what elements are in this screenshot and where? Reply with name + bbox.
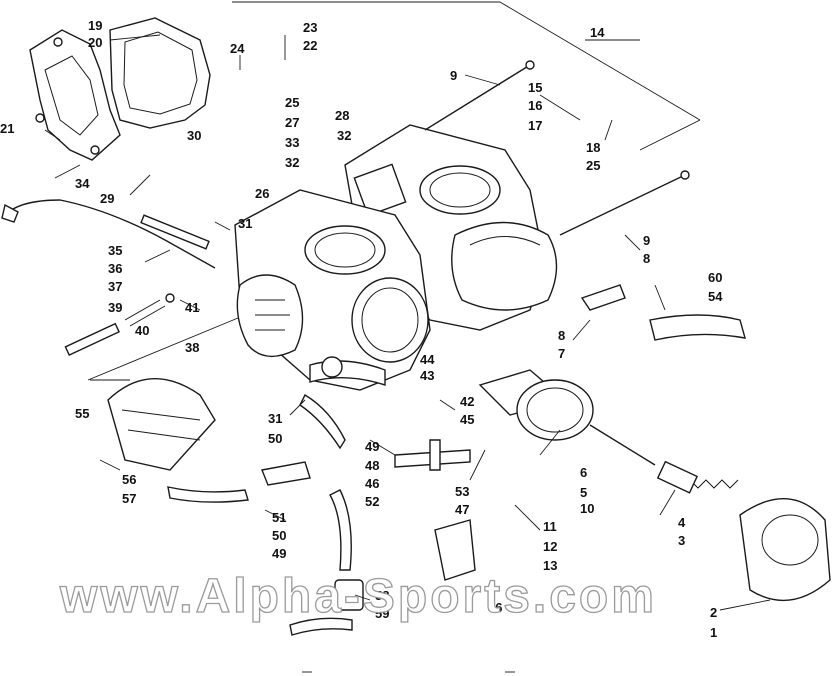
callout-35: 35	[108, 243, 122, 258]
callout-3: 3	[678, 533, 685, 548]
callout-12: 12	[543, 539, 557, 554]
callout-43: 43	[420, 368, 434, 383]
callout-31-top: 31	[238, 216, 252, 231]
callout-6: 6	[580, 465, 587, 480]
fuel-tee	[394, 439, 471, 471]
callout-31-bottom: 31	[268, 411, 282, 426]
diaphragm-cover	[107, 377, 216, 471]
callout-19: 19	[88, 18, 102, 33]
callout-55: 55	[75, 406, 89, 421]
callout-49-top: 49	[365, 439, 379, 454]
carburetor-body-rear	[344, 124, 558, 331]
callout-33: 33	[285, 135, 299, 150]
carburetor-body-front	[234, 189, 431, 391]
callout-labels: 19 20 24 23 22 14 9 15 16 17 18 25 25 27…	[0, 18, 723, 640]
callout-11: 11	[543, 519, 557, 534]
callout-36: 36	[108, 261, 122, 276]
callout-37: 37	[108, 279, 122, 294]
callout-34: 34	[75, 176, 90, 191]
callout-53: 53	[455, 484, 469, 499]
callout-41: 41	[185, 300, 199, 315]
callout-14: 14	[590, 25, 605, 40]
callout-57: 57	[122, 491, 136, 506]
callout-2: 2	[710, 605, 717, 620]
callout-15: 15	[528, 80, 542, 95]
callout-46-bottom: 46	[488, 600, 502, 615]
callout-9-right: 9	[643, 233, 650, 248]
callout-25-left: 25	[285, 95, 299, 110]
callout-32-top: 32	[337, 128, 351, 143]
callout-47: 47	[455, 502, 469, 517]
callout-25-right: 25	[586, 158, 600, 173]
cover-gasket	[109, 17, 211, 129]
callout-24: 24	[230, 41, 245, 56]
callout-52: 52	[365, 494, 379, 509]
callout-42: 42	[460, 394, 474, 409]
callout-44: 44	[420, 352, 435, 367]
callout-20: 20	[88, 35, 102, 50]
mounting-bracket	[434, 519, 476, 581]
callout-48: 48	[365, 458, 379, 473]
callout-8-bottom: 8	[558, 328, 565, 343]
pilot-screw	[64, 293, 175, 356]
callout-38: 38	[185, 340, 199, 355]
callout-28: 28	[335, 108, 349, 123]
callout-50-top: 50	[268, 431, 282, 446]
throttle-rods	[424, 60, 690, 236]
callout-54: 54	[708, 289, 723, 304]
callout-23: 23	[303, 20, 317, 35]
callout-9-top: 9	[450, 68, 457, 83]
jet-needle	[589, 424, 656, 466]
callout-5: 5	[580, 485, 587, 500]
hoses	[167, 394, 353, 636]
fuel-filter	[334, 579, 364, 611]
callout-56: 56	[122, 472, 136, 487]
callout-7: 7	[558, 346, 565, 361]
callout-21: 21	[0, 121, 14, 136]
callout-18: 18	[586, 140, 600, 155]
callout-22: 22	[303, 38, 317, 53]
callout-17: 17	[528, 118, 542, 133]
watermark-text: www.Alpha-Sports.com	[59, 570, 657, 623]
assembly-bracket-14	[232, 1, 701, 151]
callout-46-top: 46	[365, 476, 379, 491]
callout-39: 39	[108, 300, 122, 315]
vent-tee	[580, 284, 746, 341]
callout-16: 16	[528, 98, 542, 113]
callout-40: 40	[135, 323, 149, 338]
callout-10: 10	[580, 501, 594, 516]
callout-51: 51	[272, 510, 286, 525]
slide-spring	[656, 460, 739, 494]
callout-1: 1	[710, 625, 717, 640]
callout-59: 59	[375, 606, 389, 621]
choke-plunger	[1, 199, 216, 269]
callout-32-bottom: 32	[285, 155, 299, 170]
callout-4: 4	[678, 515, 686, 530]
float-bowl-cover	[29, 29, 121, 161]
assembly-bracket-left	[87, 317, 239, 381]
callout-26: 26	[255, 186, 269, 201]
callout-45: 45	[460, 412, 474, 427]
callout-27: 27	[285, 115, 299, 130]
callout-50-bottom: 50	[272, 528, 286, 543]
callout-60: 60	[708, 270, 722, 285]
callout-49-bottom: 49	[272, 546, 286, 561]
top-cap	[739, 497, 831, 602]
callout-58: 58	[375, 588, 389, 603]
air-horn	[478, 369, 594, 441]
callout-30: 30	[187, 128, 201, 143]
callout-13: 13	[543, 558, 557, 573]
callout-leaders	[44, 34, 771, 611]
callout-29: 29	[100, 191, 114, 206]
callout-8-top: 8	[643, 251, 650, 266]
